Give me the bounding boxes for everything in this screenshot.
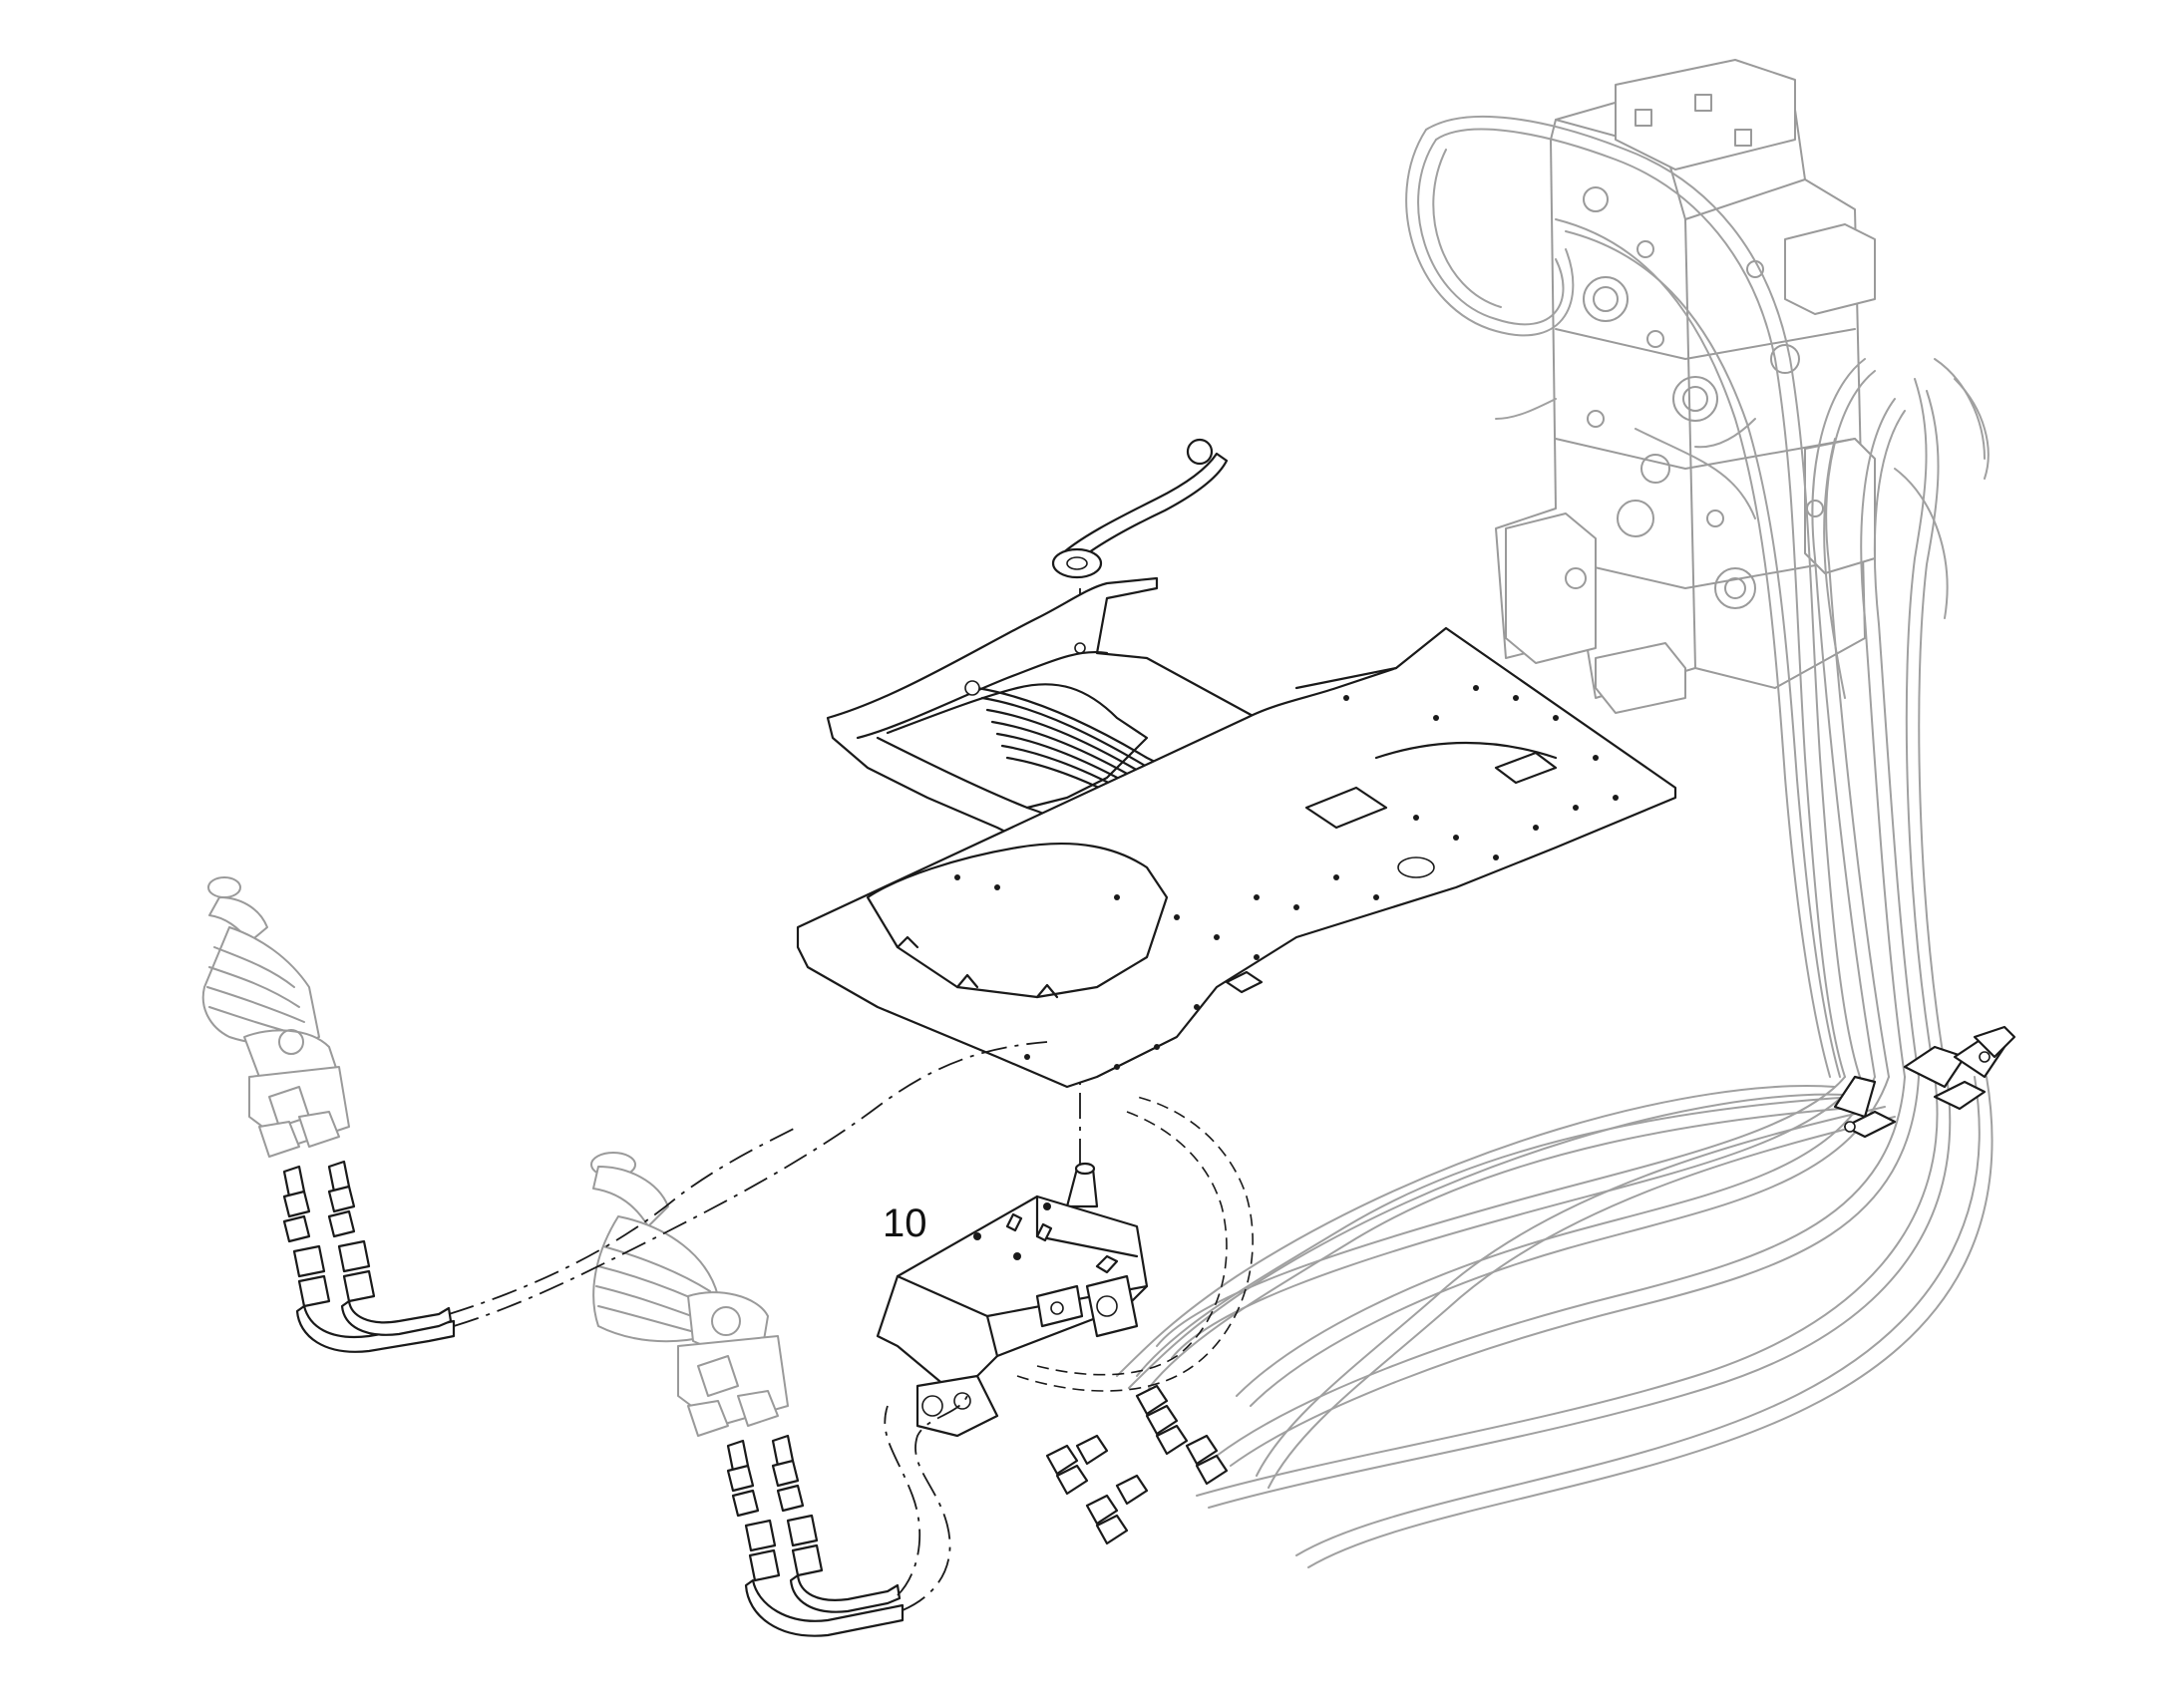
left-joystick (201, 876, 350, 1158)
right-joystick (590, 1152, 789, 1437)
hose-end-fittings (1045, 1384, 1229, 1545)
pilot-hose-bundle (1116, 115, 1994, 1568)
hose-clamp-plates (1833, 1025, 2016, 1139)
right-joystick-fittings (726, 1434, 905, 1637)
pedal-valve-assembly (876, 1162, 1149, 1438)
callout-10: 10 (883, 1201, 927, 1245)
left-joystick-fittings (282, 1160, 456, 1353)
main-control-valve (1495, 59, 1876, 714)
lever-handle (1051, 438, 1229, 579)
floor-plate (796, 626, 1677, 1089)
pilot-line-routing (448, 1041, 1254, 1611)
